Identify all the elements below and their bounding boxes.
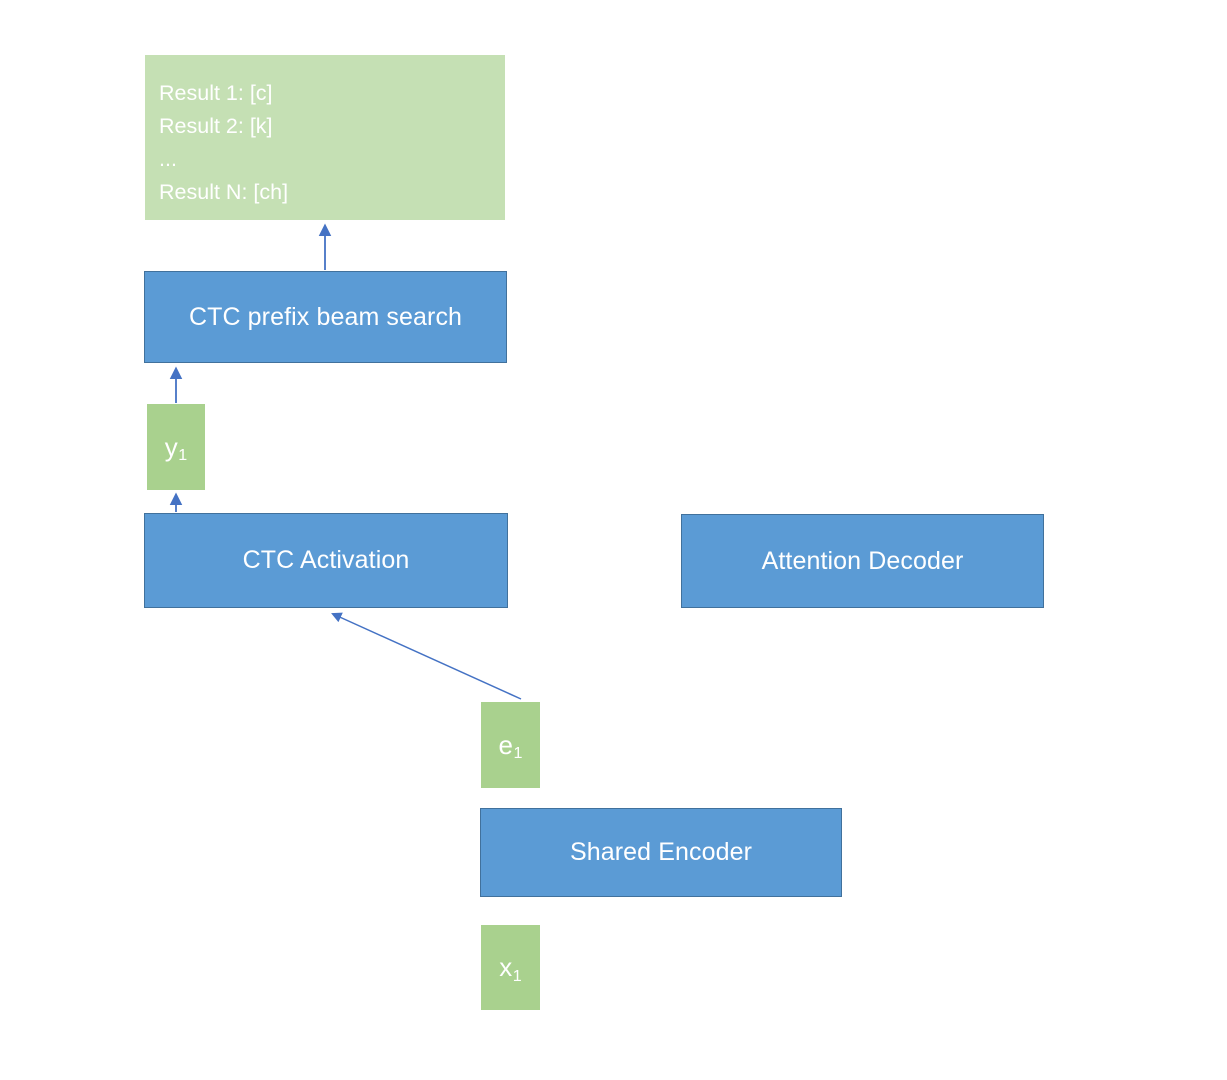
x1-base: x [499, 952, 513, 982]
ctc-prefix-beam-search-label: CTC prefix beam search [188, 302, 463, 331]
e1-base: e [498, 729, 513, 760]
e1-node[interactable]: e1 [481, 702, 540, 788]
shared-encoder-label: Shared Encoder [569, 838, 753, 866]
e1-subscript: 1 [513, 744, 523, 762]
x1-label: x1 [499, 952, 522, 985]
edge-e1-to-ctc-activation [331, 612, 522, 700]
shared-encoder-node[interactable]: Shared Encoder [480, 808, 842, 897]
ctc-activation-label: CTC Activation [242, 546, 410, 574]
attention-decoder-node[interactable]: Attention Decoder [681, 514, 1044, 608]
ctc-activation-node[interactable]: CTC Activation [144, 513, 508, 608]
e1-label: e1 [498, 729, 523, 763]
result-line-n: Result N: [ch] [159, 180, 289, 204]
y1-base: y [164, 431, 178, 462]
y1-node[interactable]: y1 [147, 404, 205, 490]
attention-decoder-label: Attention Decoder [761, 546, 964, 575]
results-box: Result 1: [c] Result 2: [k] ... Result N… [145, 55, 505, 220]
result-line-1: Result 1: [c] [159, 81, 273, 105]
y1-label: y1 [164, 431, 188, 465]
result-line-2: Result 2: [k] [159, 114, 273, 138]
x1-subscript: 1 [512, 966, 522, 985]
y1-subscript: 1 [178, 446, 188, 464]
ctc-prefix-beam-search-node[interactable]: CTC prefix beam search [144, 271, 507, 363]
result-line-ellipsis: ... [159, 147, 177, 171]
x1-node[interactable]: x1 [481, 925, 540, 1010]
